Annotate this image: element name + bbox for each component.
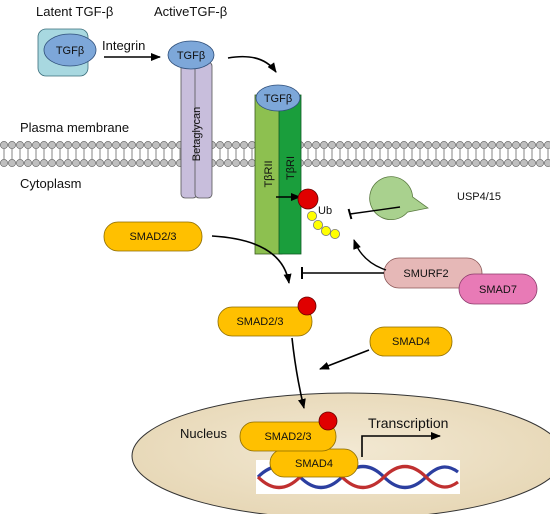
latent-tgfb-ligand — [43, 33, 97, 67]
latent-tgfb-label: Latent TGF-β — [36, 4, 113, 19]
ligand-to-receptor-arrow — [227, 55, 277, 73]
smad23-phospho-label: SMAD2/3 — [236, 316, 283, 328]
ubiquitin-3 — [320, 225, 331, 236]
usp-label: USP4/15 — [457, 191, 501, 203]
smad23-nuclear-pill — [239, 421, 337, 452]
ubiquitin-1 — [306, 210, 317, 221]
ubiquitin-4 — [329, 228, 340, 239]
tbrii-receptor — [254, 94, 283, 255]
smad23-nuclear-label: SMAD2/3 — [264, 431, 311, 443]
smad23-free-pill — [103, 221, 203, 252]
receptor-phospho-group — [297, 188, 319, 210]
tbri-label: TβRI — [285, 156, 297, 180]
smurf2-ubiquitination-arrow — [353, 239, 387, 271]
receptor-tgfb-ligand — [255, 84, 301, 112]
usp4-15-deubiquitinase — [369, 176, 429, 221]
smad7-pill — [458, 273, 538, 305]
receptor-tgfb-text: TGFβ — [264, 93, 292, 105]
smad23-phospho-pill — [217, 306, 313, 337]
smad23-nuclear-phospho-group — [318, 411, 338, 431]
smurf2-label: SMURF2 — [403, 268, 448, 280]
smad4-association-arrow — [319, 349, 370, 370]
cytoplasm-label: Cytoplasm — [20, 176, 81, 191]
active-tgfb-ligand — [167, 40, 215, 70]
ub-label: Ub — [318, 205, 332, 217]
smad23-phospho-group — [297, 296, 317, 316]
nuclear-translocation-arrow — [291, 337, 306, 409]
active-tgfb-label: ActiveTGF-β — [154, 4, 227, 19]
smad4-cyto-pill — [369, 326, 453, 357]
smad23-activation-arrow — [211, 235, 292, 284]
tbrii-label: TβRII — [263, 160, 275, 187]
usp-inhibition-bar — [347, 208, 353, 220]
transcription-start-arrow — [361, 432, 441, 457]
integrin-label: Integrin — [102, 38, 145, 53]
active-tgfb-text: TGFβ — [177, 50, 205, 62]
smad7-label: SMAD7 — [479, 284, 517, 296]
ubiquitin-2 — [312, 219, 323, 230]
smad4-cyto-label: SMAD4 — [392, 336, 430, 348]
smad23-free-label: SMAD2/3 — [129, 231, 176, 243]
latent-tgfb-text: TGFβ — [56, 45, 84, 57]
usp-inhibition-line — [349, 206, 401, 215]
betaglycan-label: Betaglycan — [191, 107, 203, 161]
dna-strand-red — [256, 464, 459, 490]
smad4-nuclear-label: SMAD4 — [295, 458, 333, 470]
transcription-label: Transcription — [368, 415, 448, 431]
nucleus-label: Nucleus — [180, 426, 227, 441]
plasma-membrane-label: Plasma membrane — [20, 120, 129, 135]
